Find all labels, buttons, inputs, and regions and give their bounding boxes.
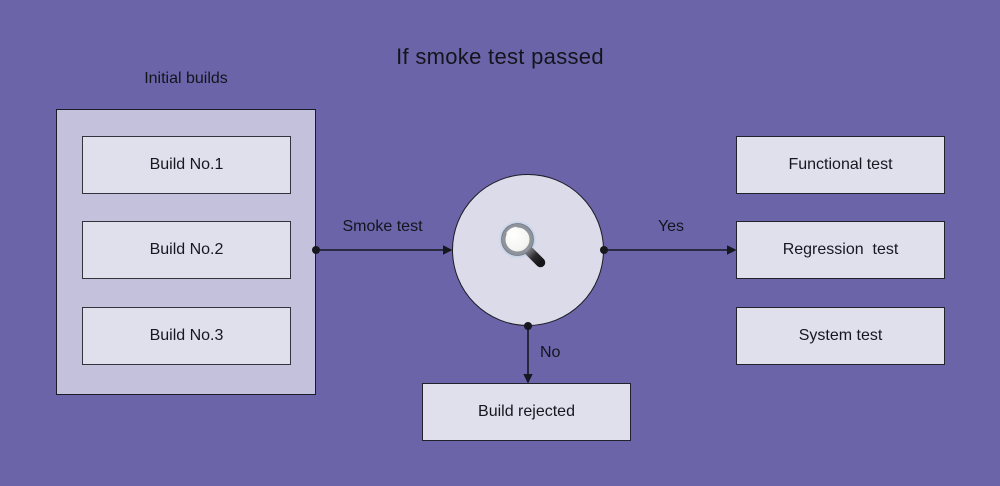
node-build-1: Build No.1 [82,136,291,194]
node-build-rejected-label: Build rejected [478,403,575,420]
diagram-title: If smoke test passed [396,44,604,69]
edge-label-smoke-test: Smoke test [342,218,423,235]
magnifying-glass-icon [499,221,546,268]
edge-no [523,322,533,384]
edge-smoke-test [312,245,453,255]
decision-circle [452,174,604,326]
edge-yes [600,245,737,255]
node-system-test: System test [736,307,945,365]
node-regression-test-label: Regression test [782,241,899,258]
node-build-rejected: Build rejected [422,383,631,441]
node-build-2: Build No.2 [82,221,291,279]
node-build-3-label: Build No.3 [149,327,224,344]
node-regression-test: Regression test [736,221,945,279]
node-system-test-label: System test [798,327,883,344]
node-build-1-label: Build No.1 [149,156,224,173]
initial-builds-label: Initial builds [144,70,228,87]
edge-label-no: No [540,344,561,361]
node-build-3: Build No.3 [82,307,291,365]
node-build-2-label: Build No.2 [149,241,224,258]
node-functional-test-label: Functional test [788,156,893,173]
edge-label-yes: Yes [657,218,685,235]
node-functional-test: Functional test [736,136,945,194]
